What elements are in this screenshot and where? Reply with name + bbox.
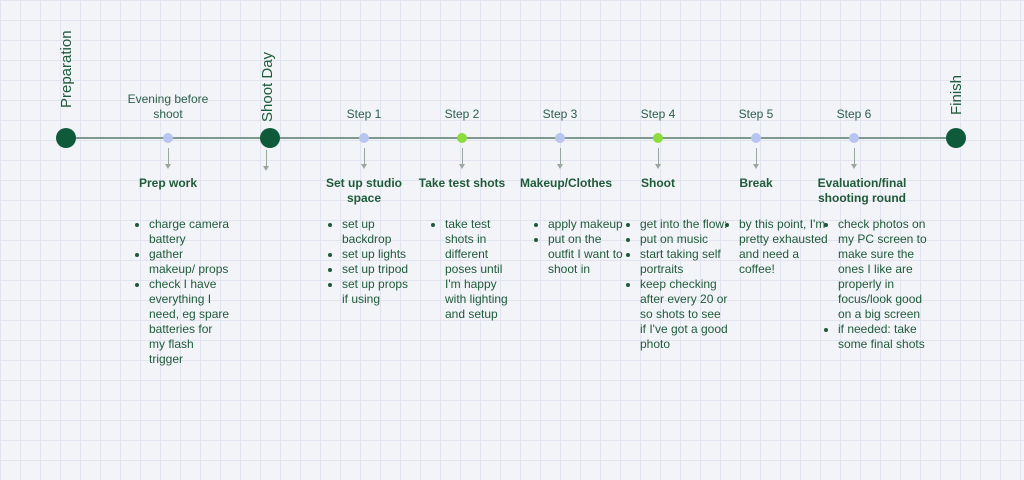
- step-5-label: Step 5: [738, 107, 774, 121]
- arrow-down-icon: [654, 148, 663, 170]
- step-4-title: Shoot: [641, 176, 675, 190]
- step-4-node: [653, 133, 663, 143]
- arrow-down-icon: [752, 148, 761, 170]
- list-item: set up backdrop: [342, 217, 416, 247]
- preparation-label: Preparation: [58, 30, 75, 108]
- list-item: keep checking after every 20 or so shots…: [640, 277, 730, 352]
- shoot-day-arrow-icon: [262, 150, 271, 172]
- finish-label: Finish: [948, 74, 965, 115]
- arrow-down-icon: [850, 148, 859, 170]
- step-3-title: Makeup/Clothes: [519, 176, 612, 190]
- list-item: set up lights: [342, 247, 416, 262]
- list-item: start taking self portraits: [640, 247, 730, 277]
- step-5-list: by this point, I'm pretty exhausted and …: [719, 217, 831, 277]
- prep-work-list: charge camera battery gather makeup/ pro…: [129, 217, 231, 367]
- shoot-day-node: [260, 128, 280, 148]
- arrow-down-icon: [360, 148, 369, 170]
- step-1-title: Set up studio space: [326, 176, 402, 205]
- list-item: put on music: [640, 232, 730, 247]
- step-3-node: [555, 133, 565, 143]
- prep-work-node: [163, 133, 173, 143]
- list-item: get into the flow:: [640, 217, 730, 232]
- list-item: apply makeup: [548, 217, 626, 232]
- list-item: put on the outfit I want to shoot in: [548, 232, 626, 277]
- step-5-title: Break: [739, 176, 773, 190]
- step-1-label: Step 1: [346, 107, 382, 121]
- shoot-day-label: Shoot Day: [259, 51, 276, 122]
- arrow-down-icon: [164, 148, 173, 170]
- step-4-label: Step 4: [640, 107, 676, 121]
- prep-work-time-label: Evening before shoot: [127, 92, 209, 121]
- step-6-list: check photos on my PC screen to make sur…: [818, 217, 936, 352]
- step-3-list: apply makeup put on the outfit I want to…: [528, 217, 626, 277]
- timeline-line: [66, 137, 957, 139]
- step-6-title: Evaluation/final shooting round: [817, 176, 907, 205]
- step-6-label: Step 6: [836, 107, 872, 121]
- step-2-node: [457, 133, 467, 143]
- list-item: check I have everything I need, eg spare…: [149, 277, 231, 367]
- list-item: check photos on my PC screen to make sur…: [838, 217, 936, 322]
- list-item: set up tripod: [342, 262, 416, 277]
- step-2-label: Step 2: [444, 107, 480, 121]
- arrow-down-icon: [458, 148, 467, 170]
- list-item: charge camera battery: [149, 217, 231, 247]
- step-1-node: [359, 133, 369, 143]
- step-1-list: set up backdrop set up lights set up tri…: [322, 217, 416, 307]
- list-item: by this point, I'm pretty exhausted and …: [739, 217, 831, 277]
- prep-work-title: Prep work: [138, 176, 198, 190]
- arrow-down-icon: [556, 148, 565, 170]
- step-3-label: Step 3: [542, 107, 578, 121]
- step-2-list: take test shots in different poses until…: [425, 217, 515, 322]
- list-item: set up props if using: [342, 277, 416, 307]
- list-item: take test shots in different poses until…: [445, 217, 515, 322]
- preparation-node: [56, 128, 76, 148]
- finish-node: [946, 128, 966, 148]
- step-4-list: get into the flow: put on music start ta…: [620, 217, 730, 352]
- step-5-node: [751, 133, 761, 143]
- step-2-title: Take test shots: [418, 176, 506, 190]
- list-item: if needed: take some final shots: [838, 322, 936, 352]
- step-6-node: [849, 133, 859, 143]
- list-item: gather makeup/ props: [149, 247, 231, 277]
